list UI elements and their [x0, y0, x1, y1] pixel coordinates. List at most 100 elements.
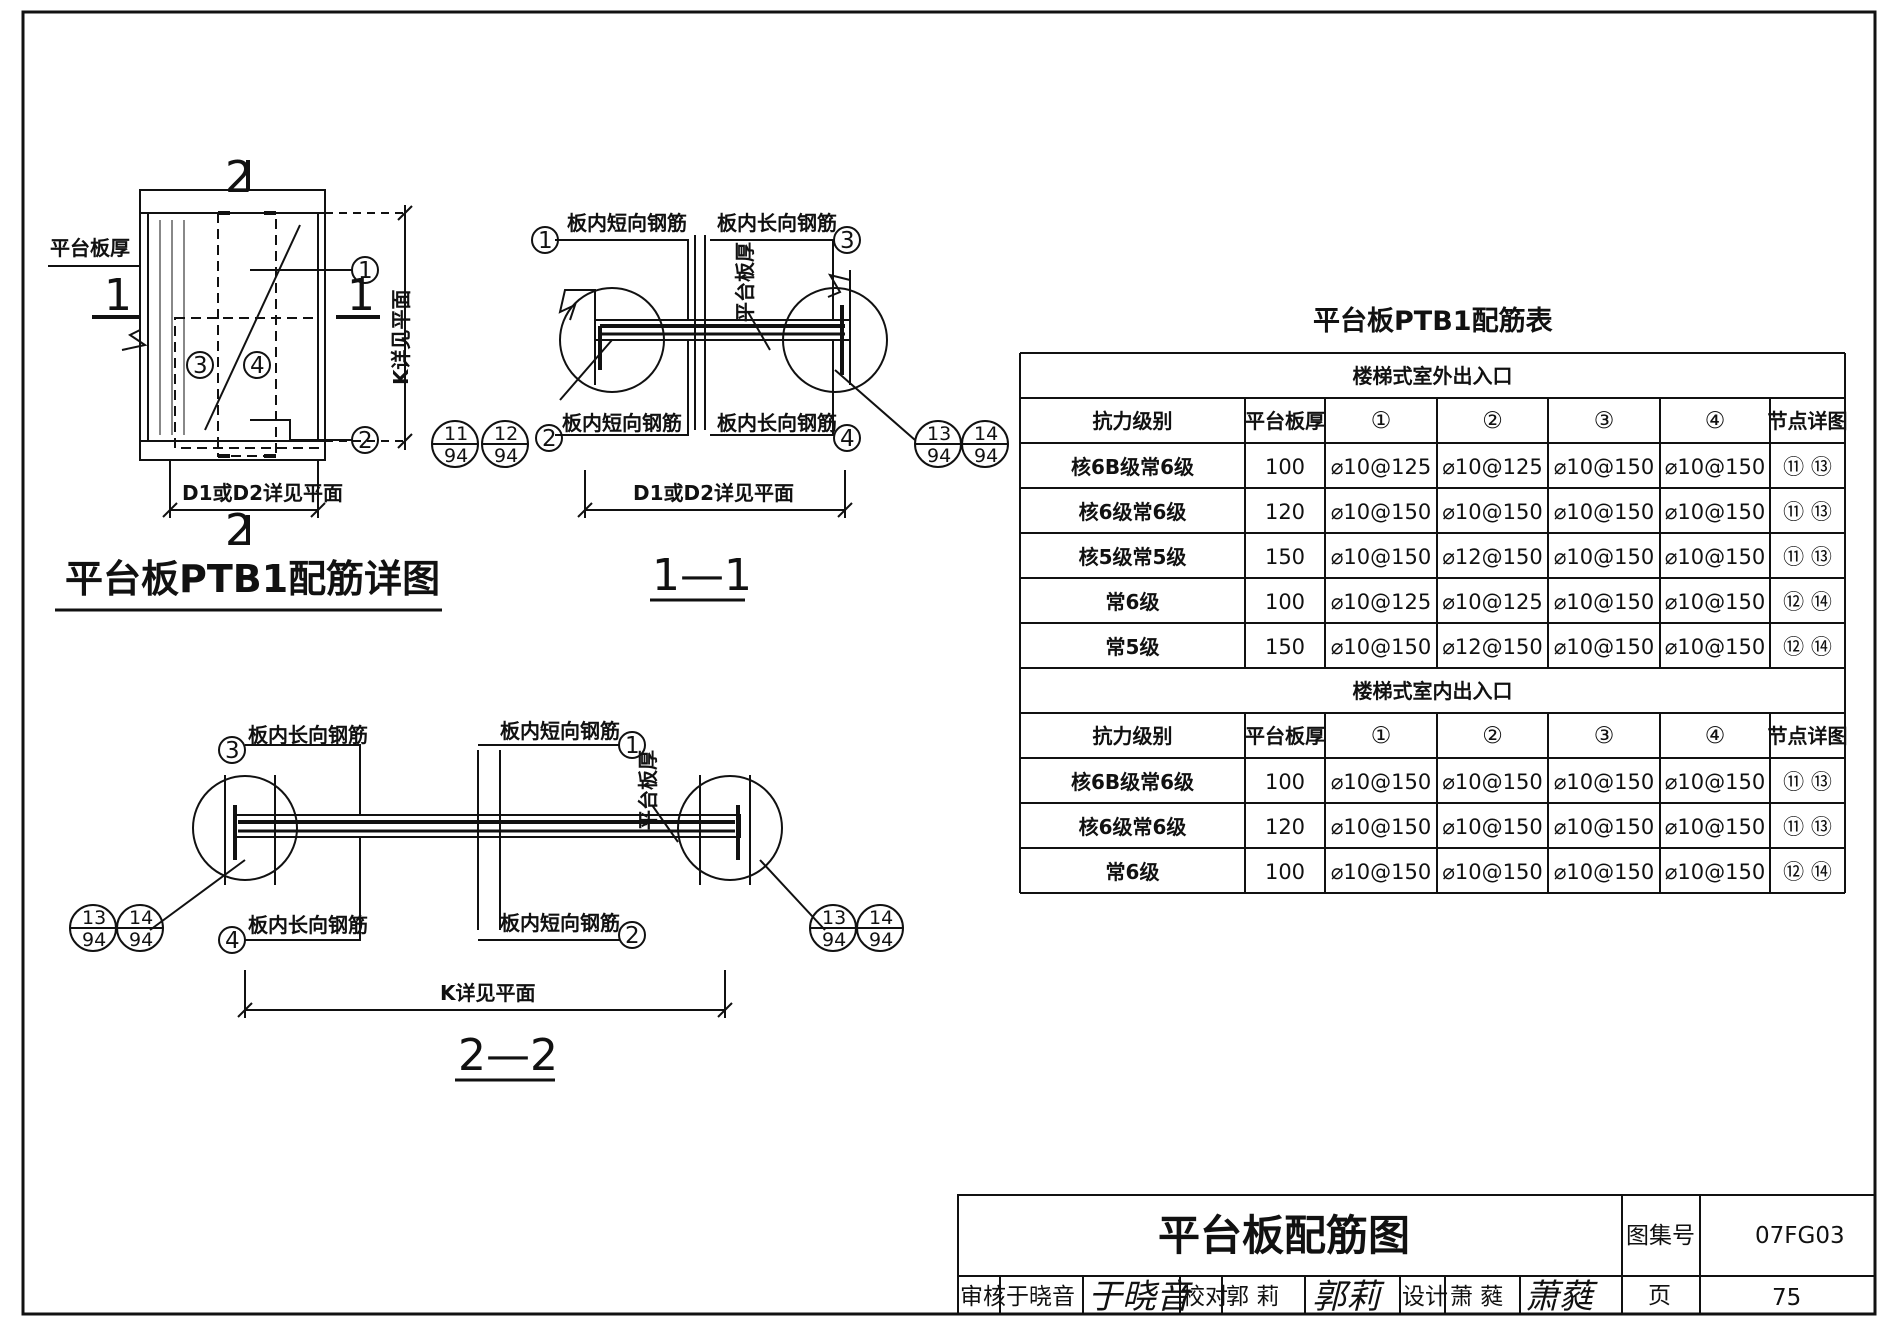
table-section-caption: 楼梯式室内出入口 [1353, 679, 1513, 703]
s1-ref-right-1-top: 13 [927, 423, 951, 445]
title-block [957, 1194, 1876, 1315]
plan-bubble-3 [186, 351, 214, 379]
plan-bubble-3-label: 3 [193, 353, 208, 379]
designer-name: 萧 蕤 [1450, 1284, 1503, 1310]
s1-bubble-4-label: 4 [840, 426, 855, 452]
table-cell: ⌀10@150 [1554, 770, 1654, 794]
table-cell: ⑪ ⑬ [1783, 455, 1832, 479]
rebar-table [1019, 352, 1846, 894]
table-cell: ⌀10@150 [1554, 545, 1654, 569]
s2-bubble-1-label: 1 [625, 733, 640, 759]
check-label: 校对 [1182, 1284, 1228, 1310]
table-header-cell: ③ [1594, 408, 1615, 434]
table-cell: 核6B级常6级 [1071, 455, 1194, 479]
s1-title: 1—1 [652, 550, 752, 601]
table-cell: ⑪ ⑬ [1783, 545, 1832, 569]
table-cell: ⌀12@150 [1442, 635, 1542, 659]
table-header-cell: 平台板厚 [1245, 409, 1325, 433]
table-cell: 100 [1265, 455, 1305, 479]
plan-slab-thickness-label: 平台板厚 [50, 236, 130, 260]
table-header-cell: 抗力级别 [1093, 724, 1173, 748]
table-cell: ⌀10@150 [1442, 860, 1542, 884]
table-section-caption: 楼梯式室外出入口 [1353, 364, 1513, 388]
table-cell: 常6级 [1106, 860, 1160, 884]
table-cell: ⌀10@125 [1442, 590, 1542, 614]
table-header-cell: 节点详图 [1768, 724, 1848, 748]
table-cell: ⌀10@150 [1331, 500, 1431, 524]
table-cell: 核5级常5级 [1079, 545, 1187, 569]
table-cell: 100 [1265, 590, 1305, 614]
page-no: 75 [1772, 1285, 1801, 1311]
table-cell: 核6级常6级 [1079, 500, 1187, 524]
s1-slab-thickness: 平台板厚 [733, 242, 757, 322]
plan-title: 平台板PTB1配筋详图 [65, 557, 440, 601]
section-1-1 [431, 226, 1009, 518]
s1-bubble-3-label: 3 [840, 228, 855, 254]
table-cell: ⌀10@125 [1331, 590, 1431, 614]
table-header-cell: 节点详图 [1768, 409, 1848, 433]
table-header-cell: ④ [1705, 723, 1726, 749]
table-cell: ⌀10@150 [1665, 590, 1765, 614]
table-cell: 100 [1265, 770, 1305, 794]
s2-long-bar-bottom: 板内长向钢筋 [248, 913, 368, 937]
s2-bubble-2-label: 2 [625, 923, 640, 949]
sheet-border [21, 10, 1877, 1316]
plan-bubble-1-label: 1 [358, 258, 373, 284]
table-cell: ⌀10@150 [1665, 815, 1765, 839]
plan-cut-2-top: 2 [225, 152, 253, 203]
plan-cut-1-right: 1 [347, 270, 375, 321]
table-cell: ⑪ ⑬ [1783, 500, 1832, 524]
table-title: 平台板PTB1配筋表 [1313, 305, 1553, 337]
table-cell: ⌀10@150 [1331, 545, 1431, 569]
plan-bubble-2 [351, 426, 379, 454]
plan-bubble-4 [243, 351, 271, 379]
atlas-no: 07FG03 [1755, 1223, 1845, 1249]
table-cell: ⑫ ⑭ [1783, 590, 1832, 614]
s2-ref-left-1-top: 13 [82, 907, 106, 929]
s1-ref-right-1-bottom: 94 [927, 445, 951, 467]
s2-short-bar-top: 板内短向钢筋 [500, 719, 620, 743]
table-cell: ⌀10@150 [1554, 590, 1654, 614]
table-cell: ⌀10@150 [1665, 545, 1765, 569]
s1-long-bar-top: 板内长向钢筋 [717, 211, 837, 235]
table-cell: ⌀10@150 [1331, 815, 1431, 839]
title-block-title: 平台板配筋图 [1158, 1211, 1410, 1260]
table-cell: ⌀10@150 [1442, 770, 1542, 794]
s1-ref-left-2-top: 12 [494, 423, 518, 445]
s1-ref-right-2-top: 14 [974, 423, 998, 445]
checker-name: 郭 莉 [1226, 1284, 1279, 1310]
table-header-cell: 抗力级别 [1093, 409, 1173, 433]
table-cell: ⌀10@150 [1442, 815, 1542, 839]
table-cell: ⑫ ⑭ [1783, 635, 1832, 659]
s2-slab-thickness: 平台板厚 [636, 750, 660, 830]
s2-ref-right-1-top: 13 [822, 907, 846, 929]
table-cell: ⌀10@125 [1442, 455, 1542, 479]
table-cell: ⌀10@150 [1331, 860, 1431, 884]
table-cell: 常5级 [1106, 635, 1160, 659]
table-cell: 150 [1265, 545, 1305, 569]
s1-ref-left-1-top: 11 [444, 423, 468, 445]
plan-k-note: K详见平面 [389, 290, 413, 386]
section-2-2 [69, 731, 904, 1018]
s1-span-note: D1或D2详见平面 [633, 481, 794, 505]
review-label: 审核 [960, 1284, 1006, 1310]
plan-cut-1-left: 1 [104, 270, 132, 321]
table-cell: 核6B级常6级 [1071, 770, 1194, 794]
s1-short-bar-bottom: 板内短向钢筋 [562, 411, 682, 435]
s2-long-bar-top: 板内长向钢筋 [248, 723, 368, 747]
plan-bubble-2-label: 2 [358, 428, 373, 454]
table-cell: 核6级常6级 [1079, 815, 1187, 839]
s2-ref-right-2-top: 14 [869, 907, 893, 929]
table-cell: 常6级 [1106, 590, 1160, 614]
table-cell: 100 [1265, 860, 1305, 884]
atlas-label: 图集号 [1626, 1223, 1695, 1249]
s2-ref-right-2-bottom: 94 [869, 929, 893, 951]
s2-ref-left-2-top: 14 [129, 907, 153, 929]
table-header-cell: ① [1371, 723, 1392, 749]
plan-bubble-4-label: 4 [250, 353, 265, 379]
plan-d-note: D1或D2详见平面 [182, 481, 343, 505]
reviewer-signature: 于晓音 [1088, 1277, 1193, 1317]
s1-bubble-2-label: 2 [542, 426, 557, 452]
table-cell: ⌀10@150 [1331, 770, 1431, 794]
